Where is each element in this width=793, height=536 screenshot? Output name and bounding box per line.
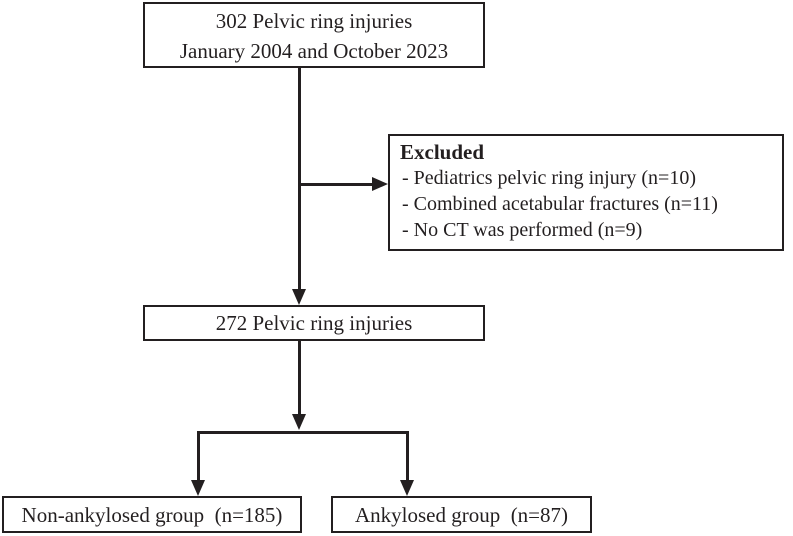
arrow-to-split <box>292 414 306 430</box>
ankylosed-group-label: Ankylosed group (n=87) <box>354 503 569 527</box>
connector-left-branch <box>197 431 200 481</box>
initial-cohort-count: 302 Pelvic ring injuries <box>215 9 413 33</box>
connector-split-horizontal <box>197 431 409 434</box>
connector-right-branch <box>406 431 409 481</box>
connector-middle-down <box>298 341 301 416</box>
non-ankylosed-group-box: Non-ankylosed group (n=185) <box>2 496 302 533</box>
excluded-item-pediatrics: - Pediatrics pelvic ring injury (n=10) <box>402 167 696 189</box>
connector-top-to-middle <box>298 68 301 290</box>
included-cohort-box: 272 Pelvic ring injuries <box>143 305 485 341</box>
study-period: January 2004 and October 2023 <box>179 39 449 63</box>
arrow-to-middle-box <box>292 289 306 305</box>
excluded-item-acetabular: - Combined acetabular fractures (n=11) <box>402 193 718 215</box>
non-ankylosed-group-label: Non-ankylosed group (n=185) <box>21 503 283 527</box>
arrow-to-excluded-box <box>372 177 388 191</box>
ankylosed-group-box: Ankylosed group (n=87) <box>331 496 592 533</box>
excluded-item-no-ct: - No CT was performed (n=9) <box>402 219 643 241</box>
included-cohort-count: 272 Pelvic ring injuries <box>215 311 413 335</box>
connector-to-excluded <box>300 183 374 186</box>
initial-cohort-box: 302 Pelvic ring injuries January 2004 an… <box>143 2 485 68</box>
arrow-to-ankylosed <box>400 480 414 496</box>
arrow-to-non-ankylosed <box>191 480 205 496</box>
excluded-box: Excluded - Pediatrics pelvic ring injury… <box>388 134 784 251</box>
excluded-heading: Excluded <box>400 140 485 164</box>
